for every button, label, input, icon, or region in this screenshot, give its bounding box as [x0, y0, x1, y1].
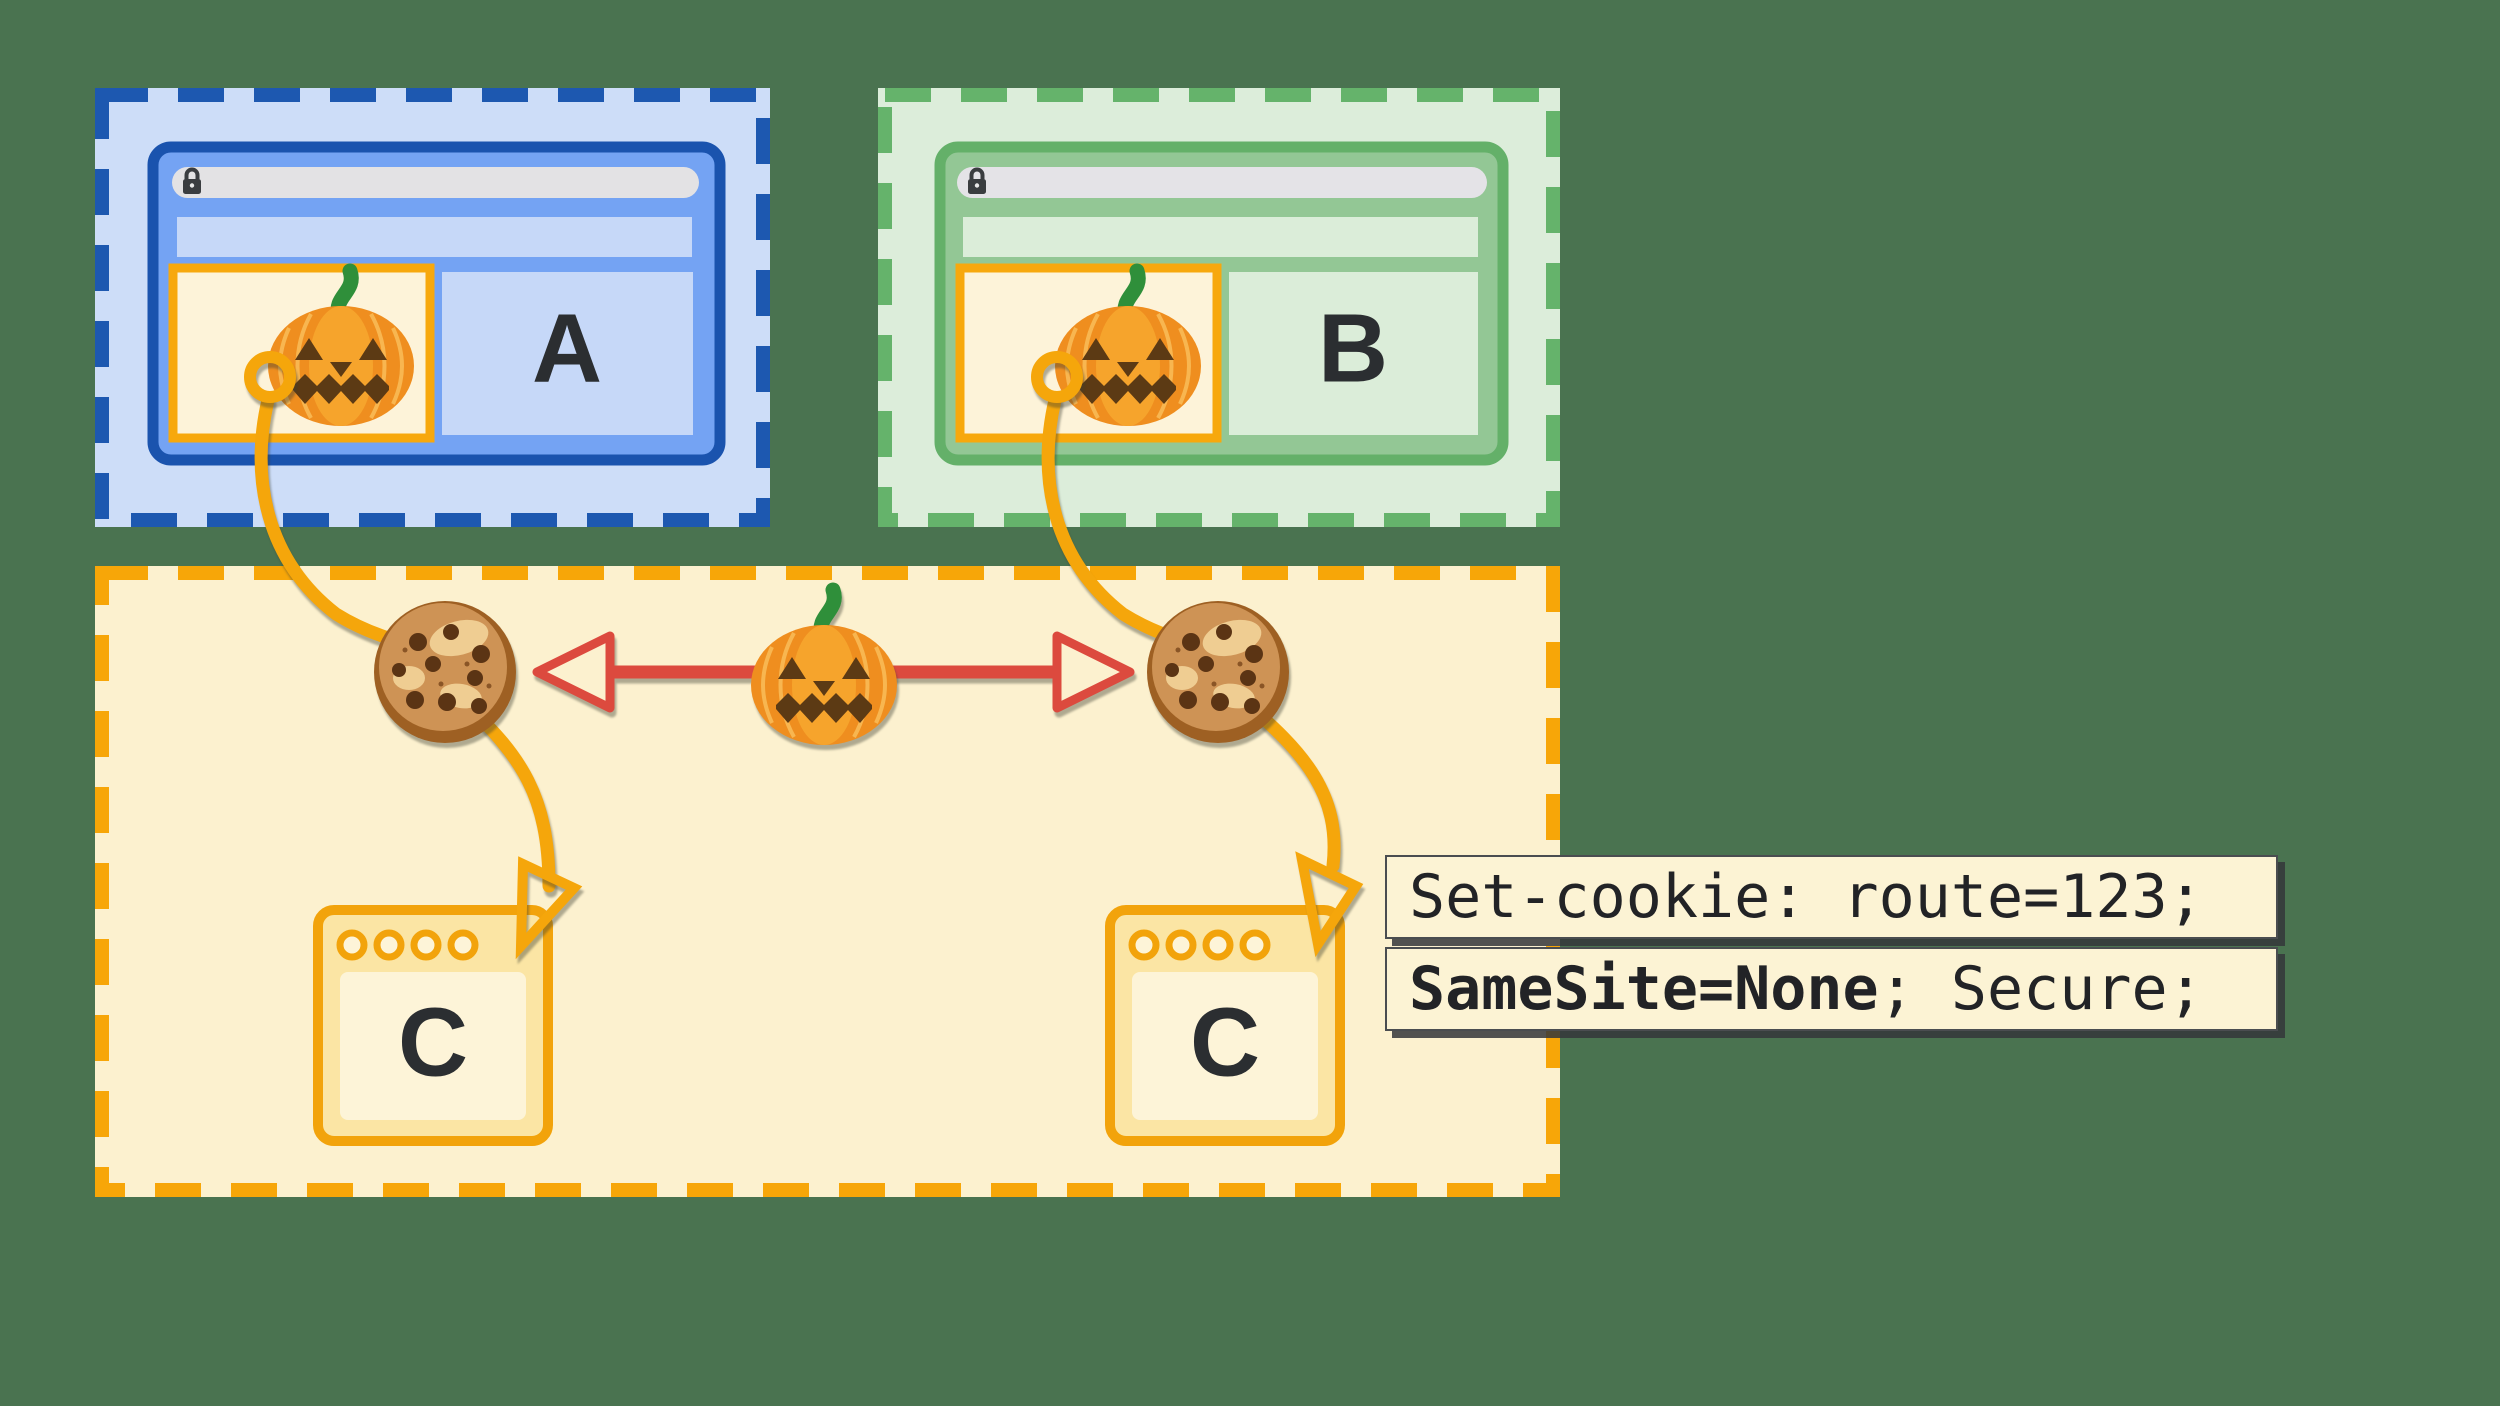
cookie-icon	[1147, 601, 1289, 743]
browser-window-a	[147, 141, 726, 466]
window-c-left-label: C	[397, 987, 469, 1097]
toolbar-band	[963, 217, 1478, 257]
cookie-icon	[374, 601, 516, 743]
address-bar	[172, 167, 699, 198]
site-b-label: B	[1317, 293, 1389, 403]
arrowheads	[515, 851, 1364, 960]
set-cookie-text: Set-cookie: route=123;	[1409, 862, 2204, 932]
arrowhead-icon	[1295, 851, 1364, 958]
site-b-content-panel	[1229, 272, 1478, 435]
toolbar-band	[177, 217, 692, 257]
browser-window-b	[934, 141, 1509, 466]
set-cookie-header-line-1: Set-cookie: route=123;	[1385, 855, 2278, 939]
arrowhead-icon	[515, 856, 583, 960]
samesite-none-text: SameSite=None	[1409, 954, 1879, 1024]
address-bar	[957, 167, 1487, 198]
secure-text: ; Secure;	[1878, 954, 2204, 1024]
window-c-right-label: C	[1189, 987, 1261, 1097]
site-a-label: A	[531, 293, 603, 403]
site-a-content-panel	[442, 272, 693, 435]
set-cookie-header-line-2: SameSite=None; Secure;	[1385, 947, 2278, 1031]
